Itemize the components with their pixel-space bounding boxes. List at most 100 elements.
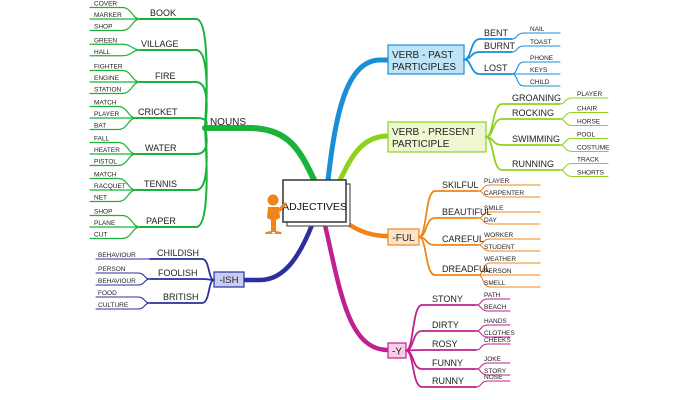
ish-group-label: BRITISH <box>163 292 199 302</box>
past-leaf-connector <box>511 73 561 87</box>
y-group-connector <box>405 349 477 352</box>
person-figure-icon <box>265 194 287 234</box>
present-box <box>387 121 487 153</box>
center-node[interactable]: ADJECTIVES <box>282 179 351 227</box>
ful-label: -FUL <box>392 233 415 244</box>
ful-leaf-label: PERSON <box>484 268 512 275</box>
past-leaf-label: NAIL <box>530 26 545 33</box>
past-trunk <box>325 57 391 183</box>
present-group-label: RUNNING <box>512 159 554 169</box>
nouns-leaf-label: NET <box>94 195 107 202</box>
nouns-leaf-label: MATCH <box>94 100 117 107</box>
past-group-label: LOST <box>484 63 508 73</box>
center-node-label: ADJECTIVES <box>282 201 347 213</box>
ful-leaf-label: WEATHER <box>484 256 516 263</box>
nouns-leaf-connector <box>89 18 141 32</box>
present-leaf-label: TRACK <box>577 157 600 164</box>
nouns-group-connector <box>135 117 208 129</box>
past-group-label: BURNT <box>484 41 516 51</box>
ful-group-label: CAREFUL <box>442 234 484 244</box>
ful-group-connector <box>418 236 479 276</box>
nouns-group-label: WATER <box>145 143 177 153</box>
nouns-leaf-label: FALL <box>94 136 110 143</box>
present-label: VERB - PRESENT <box>392 127 475 138</box>
ful-leaf-label: CARPENTER <box>484 190 524 197</box>
y-leaf-label: JOKE <box>484 356 502 363</box>
ish-leaf-label: CULTURE <box>98 302 129 309</box>
past-label: PARTICIPLES <box>392 62 456 73</box>
nouns-label: NOUNS <box>210 117 246 128</box>
nouns-group-label: PAPER <box>146 216 176 226</box>
present-leaf-label: HORSE <box>577 119 601 126</box>
ish-group-connector <box>149 279 215 304</box>
ful-group-label: DREADFUL <box>442 264 491 274</box>
y-leaf-connector <box>475 380 511 388</box>
nouns-leaf-connector <box>89 189 137 203</box>
ful-leaf-connector <box>477 244 541 252</box>
nouns-leaf-connector <box>89 226 141 240</box>
present-leaf-connector <box>559 97 609 105</box>
nouns-group-label: BOOK <box>150 8 176 18</box>
ish-leaf-label: BEHAVIOUR <box>98 252 136 259</box>
ful-leaf-label: PLAYER <box>484 178 509 185</box>
present-label: PARTICIPLE <box>392 139 450 150</box>
present-leaf-label: CHAIR <box>577 106 598 113</box>
present-leaf-connector <box>559 118 609 127</box>
y-leaf-label: HANDS <box>484 318 507 325</box>
present-leaf-connector <box>559 144 609 153</box>
past-leaf-label: PHONE <box>530 55 554 62</box>
nouns-leaf-label: HEATER <box>94 147 120 154</box>
past-group-connector <box>463 58 513 75</box>
past-label: VERB - PAST <box>392 50 454 61</box>
present-group-label: ROCKING <box>512 108 554 118</box>
nouns-leaf-label: BAT <box>94 123 106 130</box>
ful-group-label: SKILFUL <box>442 180 479 190</box>
nouns-leaf-label: SHOP <box>94 24 112 31</box>
ful-leaf-connector <box>477 190 541 198</box>
nouns-leaf-connector <box>89 49 141 57</box>
ish-group-label: FOOLISH <box>158 268 198 278</box>
y-leaf-label: CHEEKS <box>484 337 511 344</box>
present-trunk <box>335 133 391 187</box>
nouns-leaf-connector <box>89 117 137 131</box>
past-leaf-label: TOAST <box>530 39 552 46</box>
y-group-label: ROSY <box>432 339 458 349</box>
y-leaf-label: STORY <box>484 368 507 375</box>
nouns-leaf-label: PLANE <box>94 220 116 227</box>
y-leaf-label: PATH <box>484 292 501 299</box>
nouns-leaf-label: GREEN <box>94 37 117 44</box>
y-group-label: FUNNY <box>432 358 463 368</box>
ish-trunk <box>242 222 315 283</box>
past-leaf-label: KEYS <box>530 67 548 74</box>
ish-leaf-connector <box>95 278 151 286</box>
nouns-group-label: VILLAGE <box>141 39 179 49</box>
nouns-leaf-label: FIGHTER <box>94 64 123 71</box>
ful-leaf-connector <box>477 217 541 225</box>
y-trunk <box>322 222 391 353</box>
y-leaf-label: BEACH <box>484 304 507 311</box>
present-group-label: SWIMMING <box>512 134 560 144</box>
ish-group-label: CHILDISH <box>157 248 199 258</box>
ful-leaf-label: SMILE <box>484 205 504 212</box>
nouns-leaf-label: PLAYER <box>94 111 119 118</box>
y-leaf-connector <box>475 304 511 312</box>
y-group-label: RUNNY <box>432 376 464 386</box>
nouns-leaf-label: RACQUET <box>94 183 126 190</box>
y-label: -Y <box>392 347 402 358</box>
present-leaf-label: SHORTS <box>577 170 605 177</box>
ish-group-connector <box>149 278 215 281</box>
nouns-leaf-label: SHOP <box>94 209 112 216</box>
present-group-label: GROANING <box>512 93 561 103</box>
nouns-leaf-connector <box>89 153 137 167</box>
y-group-label: DIRTY <box>432 320 459 330</box>
y-leaf-label: CLOTHES <box>484 330 515 337</box>
ish-leaf-connector <box>95 302 151 310</box>
ish-leaf-label: PERSON <box>98 266 126 273</box>
present-leaf-label: COSTUME <box>577 145 610 152</box>
center-node-frame <box>282 179 347 223</box>
ish-leaf-label: BEHAVIOUR <box>98 278 136 285</box>
y-leaf-connector <box>475 368 511 376</box>
past-leaf-connector <box>511 45 561 53</box>
